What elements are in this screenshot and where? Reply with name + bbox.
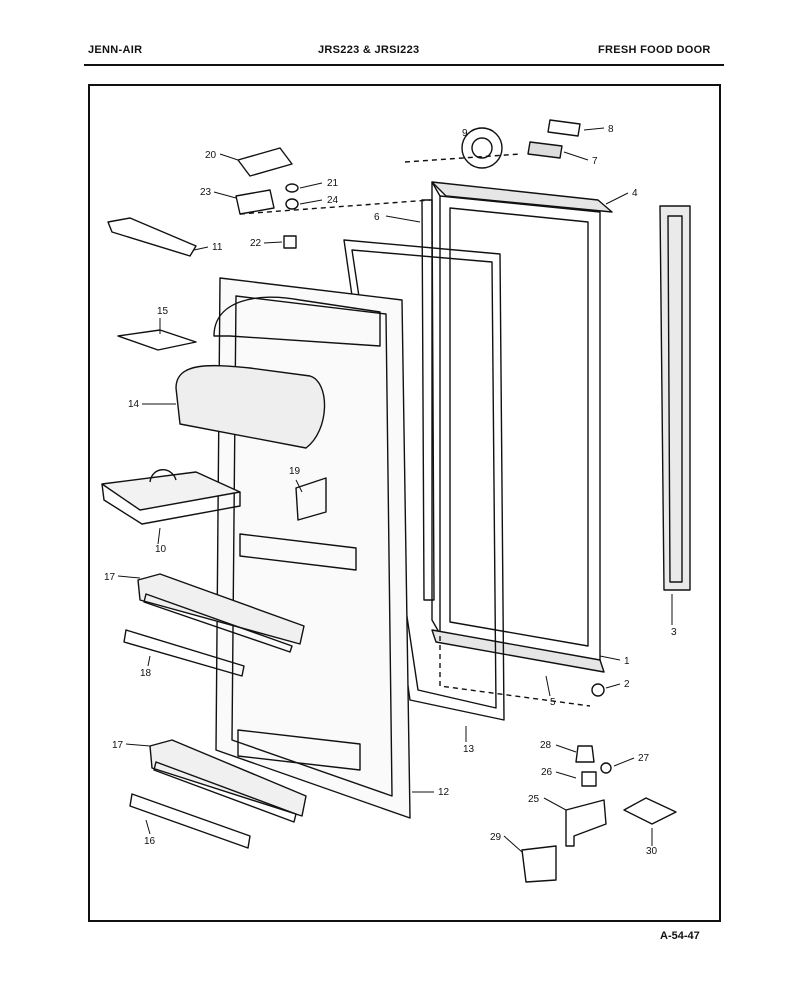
callout-8: 8 — [608, 124, 614, 135]
door-handle — [659, 205, 691, 591]
callout-29: 29 — [490, 832, 502, 843]
top-hinge — [237, 147, 293, 177]
hinge-shim — [521, 845, 557, 883]
callout-17a: 17 — [104, 572, 116, 583]
hinge-bar — [107, 217, 197, 257]
diagram-frame — [88, 84, 721, 922]
callout-2: 2 — [624, 679, 630, 690]
upper-shelf-trim — [123, 629, 245, 677]
leader-lines — [117, 127, 673, 853]
callout-4: 4 — [632, 188, 638, 199]
door-panel-frame — [431, 181, 613, 663]
callout-26: 26 — [541, 767, 553, 778]
bottom-hinge-plate — [623, 797, 677, 825]
header-rule — [84, 64, 724, 66]
callout-17b: 17 — [112, 740, 124, 751]
callout-28: 28 — [540, 740, 552, 751]
diagram-code: A-54-47 — [660, 930, 700, 942]
callout-15: 15 — [157, 306, 169, 317]
bottom-hinge-pin — [575, 745, 595, 763]
model-numbers: JRS223 & JRSI223 — [318, 44, 420, 56]
shelf-bracket — [295, 477, 327, 521]
callout-14: 14 — [128, 399, 140, 410]
bottom-strip — [431, 629, 605, 673]
callout-10: 10 — [155, 544, 167, 555]
callout-23: 23 — [200, 187, 212, 198]
hinge-nut — [283, 235, 297, 249]
callout-labels: 1 2 3 4 5 6 7 8 9 10 11 12 13 14 15 16 1… — [104, 124, 677, 857]
lower-door-shelf — [149, 739, 307, 823]
callout-18: 18 — [140, 668, 152, 679]
switch-label — [547, 119, 581, 137]
dairy-compartment-cover — [175, 364, 326, 449]
upper-door-shelf — [137, 573, 305, 653]
callout-12: 12 — [438, 787, 450, 798]
callout-11: 11 — [212, 242, 223, 253]
callout-20: 20 — [205, 150, 217, 161]
callout-3: 3 — [671, 627, 677, 638]
section-title: FRESH FOOD DOOR — [598, 44, 711, 56]
hinge-washer — [285, 183, 299, 193]
hinge-plate — [235, 189, 275, 215]
switch-housing — [527, 141, 563, 159]
hinge-bushing — [285, 198, 299, 210]
brand-label: JENN-AIR — [88, 44, 143, 56]
callout-30: 30 — [646, 846, 658, 857]
pin-bushing — [581, 771, 597, 787]
callout-13: 13 — [463, 744, 475, 755]
callout-16: 16 — [144, 836, 156, 847]
bottom-hinge-bracket — [565, 799, 607, 847]
pin-washer — [600, 762, 612, 774]
egg-tray — [101, 469, 241, 525]
callout-21: 21 — [327, 178, 339, 189]
callout-5: 5 — [550, 697, 556, 708]
callout-9: 9 — [462, 128, 468, 139]
callout-22: 22 — [250, 238, 262, 249]
cover-clip — [117, 329, 197, 351]
lower-shelf-trim — [129, 793, 251, 849]
callout-27: 27 — [638, 753, 650, 764]
callout-24: 24 — [327, 195, 339, 206]
callout-6: 6 — [374, 212, 380, 223]
inner-door-liner — [213, 277, 411, 819]
callout-25: 25 — [528, 794, 540, 805]
callout-7: 7 — [592, 156, 598, 167]
callout-1: 1 — [624, 656, 630, 667]
glide-foot — [591, 683, 605, 697]
light-switch-knob — [461, 127, 503, 169]
callout-19: 19 — [289, 466, 301, 477]
